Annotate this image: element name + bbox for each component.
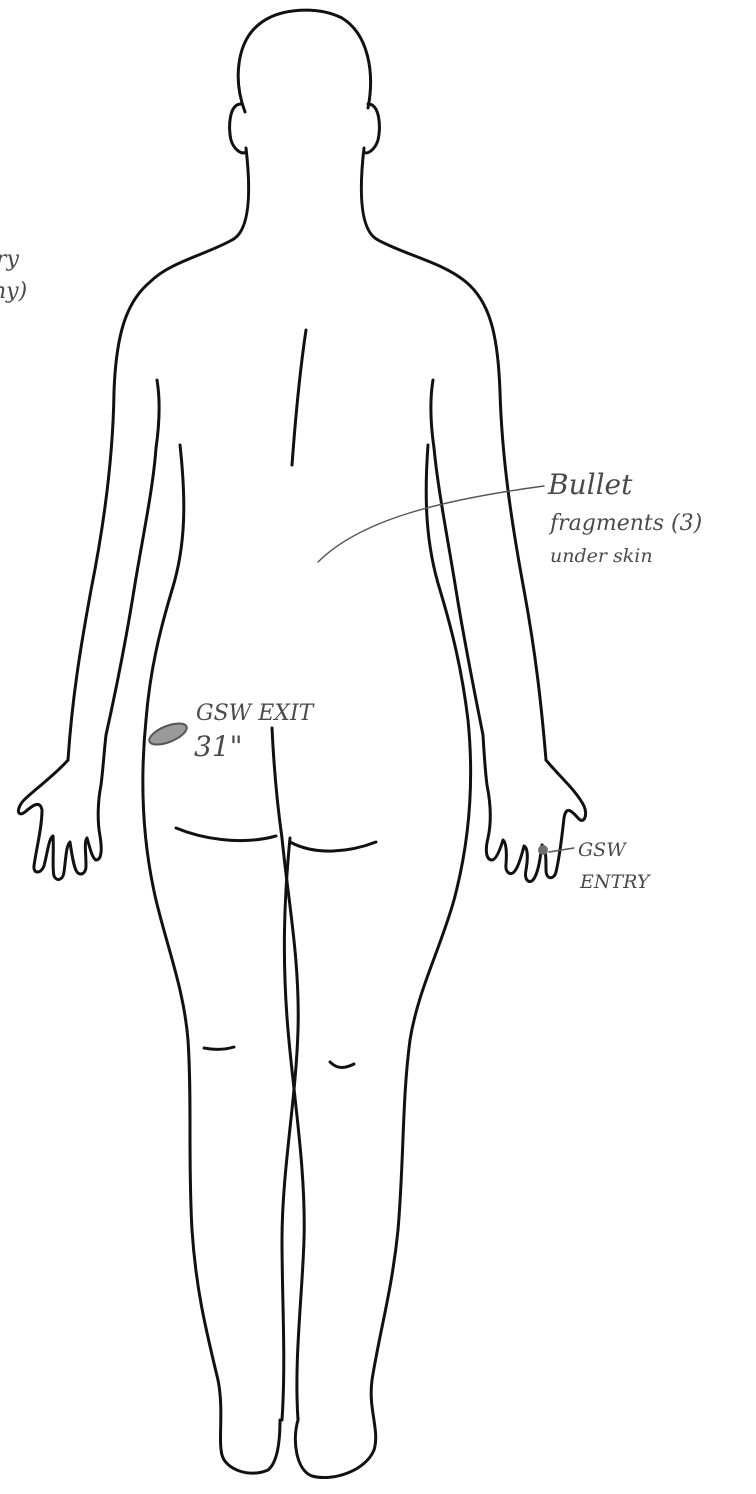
- gsw-entry-line1: GSW: [578, 839, 627, 861]
- gsw-entry-line2: ENTRY: [579, 871, 652, 893]
- clipped-left-line1: ry: [0, 247, 20, 272]
- body-outline: [18, 10, 585, 1477]
- left-arm-outer: [68, 148, 249, 760]
- right-buttock-crease: [290, 842, 376, 851]
- gsw-exit-annotation: GSW EXIT 31": [146, 701, 315, 763]
- right-torso-leg-outer: [295, 445, 470, 1478]
- gluteal-cleft: [272, 728, 282, 838]
- right-inner-leg: [284, 838, 304, 1420]
- left-knee-crease: [204, 1047, 234, 1049]
- right-ear: [364, 104, 379, 153]
- right-knee-crease: [330, 1062, 354, 1068]
- gsw-exit-label: GSW EXIT: [196, 701, 316, 726]
- left-hand: [18, 735, 106, 879]
- bullet-fragments-annotation: Bullet fragments (3) under skin: [318, 468, 702, 567]
- clipped-left-line2: ny): [0, 279, 27, 304]
- left-buttock-crease: [176, 828, 276, 841]
- gsw-entry-annotation: GSW ENTRY: [538, 839, 652, 893]
- gsw-entry-wound-mark: [538, 845, 548, 855]
- right-hand: [483, 735, 586, 882]
- right-arm-outer: [361, 148, 546, 760]
- head-outline: [238, 10, 370, 112]
- left-torso-leg-outer: [143, 445, 280, 1473]
- gsw-exit-measurement: 31": [194, 730, 243, 763]
- right-inner-arm: [431, 380, 483, 735]
- bullet-fragments-line3: under skin: [550, 545, 653, 567]
- gsw-exit-wound-mark: [146, 719, 189, 749]
- bullet-fragments-line2: fragments (3): [548, 511, 702, 536]
- clipped-left-annotation: ry ny): [0, 247, 27, 304]
- bullet-fragments-line1: Bullet: [547, 468, 633, 501]
- spine-line: [292, 330, 306, 465]
